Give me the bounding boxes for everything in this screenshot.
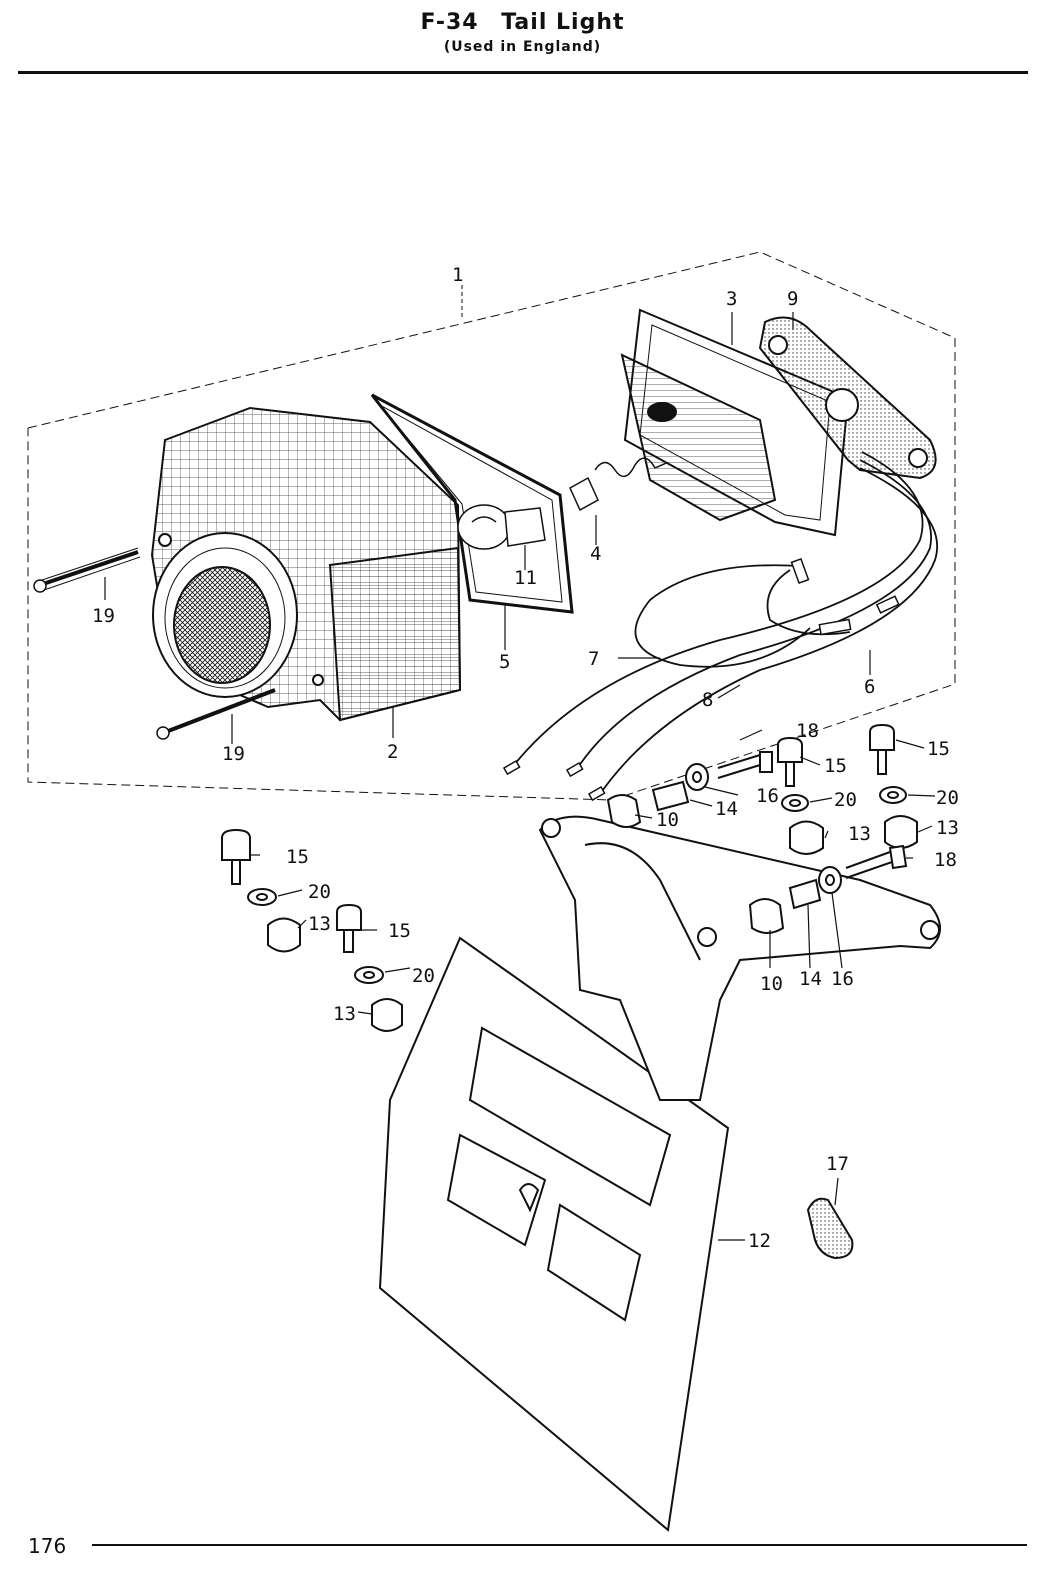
leader-lines — [104, 312, 936, 1241]
figure-code: F-34 — [420, 10, 479, 35]
page-number: 176 — [28, 1534, 67, 1558]
label-14b: 14 — [799, 968, 822, 990]
footer-rule — [92, 1544, 1027, 1546]
label-18a: 18 — [796, 720, 819, 742]
label-13a: 13 — [848, 823, 871, 845]
label-6: 6 — [864, 676, 875, 698]
label-20c: 20 — [308, 881, 331, 903]
label-15a: 15 — [824, 755, 847, 777]
label-20a: 20 — [834, 789, 857, 811]
label-7: 7 — [588, 648, 599, 670]
label-11: 11 — [514, 567, 537, 589]
label-12: 12 — [748, 1230, 771, 1252]
page-title: F-34 Tail Light — [0, 10, 1045, 35]
header-rule — [18, 71, 1028, 74]
wire-connectors — [502, 557, 900, 802]
label-13c: 13 — [308, 913, 331, 935]
label-20d: 20 — [412, 965, 435, 987]
label-15c: 15 — [286, 846, 309, 868]
label-16a: 16 — [756, 785, 779, 807]
long-screws — [33, 547, 276, 740]
label-2: 2 — [387, 741, 398, 763]
label-14a: 14 — [715, 798, 738, 820]
mounting-gasket — [758, 316, 937, 480]
label-19b: 19 — [222, 743, 245, 765]
label-20b: 20 — [936, 787, 959, 809]
label-10a: 10 — [656, 809, 679, 831]
washers — [247, 786, 907, 984]
label-13b: 13 — [936, 817, 959, 839]
license-plate-bracket — [378, 936, 730, 1532]
lens-gasket — [370, 393, 574, 614]
rubber-cap — [806, 1197, 854, 1260]
bolts — [221, 723, 895, 953]
part-labels: 1 2 3 4 5 6 7 8 9 10 10 11 12 13 13 13 1… — [92, 264, 959, 1252]
label-13d: 13 — [333, 1003, 356, 1025]
label-15d: 15 — [388, 920, 411, 942]
label-8: 8 — [702, 689, 713, 711]
assembly-outline — [27, 251, 956, 801]
tail-lamp-lens — [150, 406, 462, 722]
label-18b: 18 — [934, 849, 957, 871]
page-subtitle: (Used in England) — [443, 39, 602, 55]
label-16b: 16 — [831, 968, 854, 990]
label-10b: 10 — [760, 973, 783, 995]
figure-title: Tail Light — [501, 10, 625, 35]
label-1: 1 — [452, 264, 463, 286]
label-3: 3 — [726, 288, 737, 310]
label-17: 17 — [826, 1153, 849, 1175]
label-4: 4 — [590, 543, 601, 565]
label-15b: 15 — [927, 738, 950, 760]
label-5: 5 — [499, 651, 510, 673]
label-9: 9 — [787, 288, 798, 310]
collars-and-spacers — [606, 751, 908, 934]
label-19a: 19 — [92, 605, 115, 627]
grommets — [267, 815, 918, 1032]
bulb — [457, 504, 546, 550]
